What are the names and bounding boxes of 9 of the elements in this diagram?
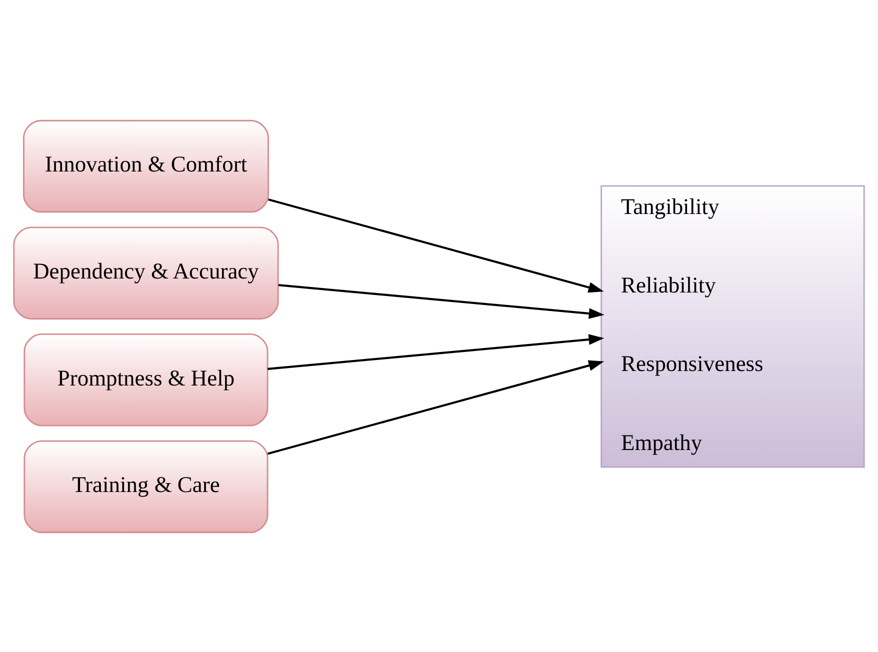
node-box: Tangibility Reliability Responsiveness Empathy xyxy=(600,184,865,468)
arrow xyxy=(278,284,604,318)
arrow xyxy=(268,334,604,370)
node-box: Innovation & Comfort xyxy=(23,119,269,212)
node-box: Promptness & Help xyxy=(24,333,268,426)
arrow xyxy=(268,198,604,292)
node-box: Training & Care xyxy=(24,440,268,533)
node-box: Dependency & Accuracy xyxy=(13,226,279,319)
arrow xyxy=(267,360,604,454)
